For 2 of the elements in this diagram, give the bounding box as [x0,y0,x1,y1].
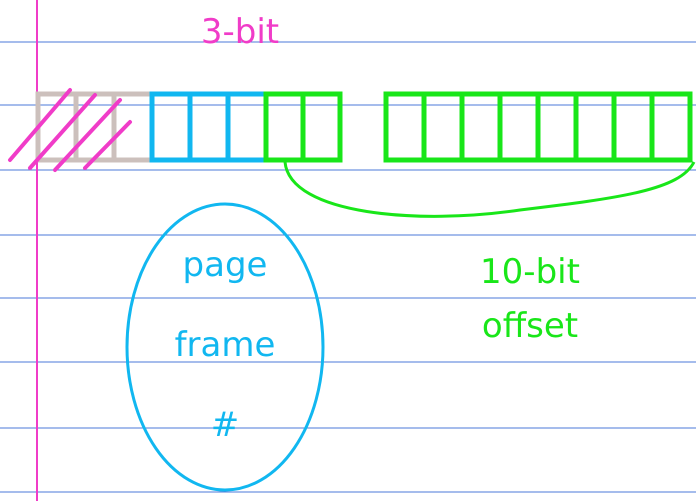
field-label: 3-bit [200,11,280,54]
field-label: 10-bit offset [479,251,581,348]
